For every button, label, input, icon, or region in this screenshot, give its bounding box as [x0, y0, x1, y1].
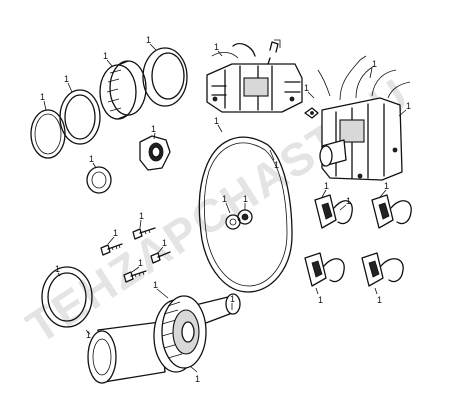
- callout-outer-race: 1: [146, 35, 151, 45]
- motor-housing: [206, 39, 303, 113]
- carbon-brush-2: [371, 194, 412, 229]
- small-washers: [225, 209, 253, 230]
- callout-washer-b: 1: [243, 194, 248, 204]
- lock-nut: [139, 135, 171, 171]
- callout-washer-inner: 1: [86, 330, 91, 340]
- callout-brush-spring: 1: [346, 196, 351, 206]
- thrust-washer: [59, 89, 101, 145]
- callout-small-bushing: 1: [89, 154, 94, 164]
- callout-pump-assembly: 1: [406, 101, 411, 111]
- outer-race-ring: [142, 47, 188, 107]
- callout-brush-3: 1: [318, 295, 323, 305]
- callout-drive-shaft: 1: [195, 374, 200, 384]
- callout-pump-mount: 1: [304, 83, 309, 93]
- callout-shaft-end: 1: [230, 294, 235, 304]
- callout-screw-a: 1: [113, 228, 118, 238]
- callout-snap-ring: 1: [40, 92, 45, 102]
- pump-assembly: [304, 55, 411, 181]
- callout-pump-wires: 1: [372, 59, 377, 69]
- needle-bearing: [99, 60, 147, 120]
- callout-brush-4: 1: [377, 295, 382, 305]
- callout-motor-housing: 1: [214, 116, 219, 126]
- callout-drive-belt: 1: [274, 160, 279, 170]
- callouts: 1 1 1 1 1 1 1 1 1 1 1 1 1 1 1 1 1 1 1 1 …: [40, 35, 411, 384]
- leader-lines: [43, 43, 407, 373]
- callout-brush-2: 1: [384, 181, 389, 191]
- callout-needle-bearing: 1: [103, 51, 108, 61]
- callout-washer-a: 1: [222, 194, 227, 204]
- carbon-brush-4: [361, 252, 404, 287]
- carbon-brush-1: [314, 194, 353, 229]
- callout-pulley: 1: [153, 280, 158, 290]
- screws: [100, 227, 171, 283]
- carbon-brush-3: [304, 252, 345, 287]
- small-bushing: [86, 166, 112, 194]
- callout-screw-c: 1: [162, 238, 167, 248]
- callout-thrust-washer: 1: [64, 74, 69, 84]
- callout-motor-wire: 1: [214, 42, 219, 52]
- drive-belt: [198, 136, 293, 293]
- callout-screw-d: 1: [138, 258, 143, 268]
- callout-large-washer: 1: [55, 264, 60, 274]
- drive-shaft-pulley: [87, 293, 241, 384]
- callout-lock-nut: 1: [151, 124, 156, 134]
- callout-brush-1: 1: [324, 181, 329, 191]
- large-flat-washer: [41, 266, 93, 328]
- callout-screw-b: 1: [139, 211, 144, 221]
